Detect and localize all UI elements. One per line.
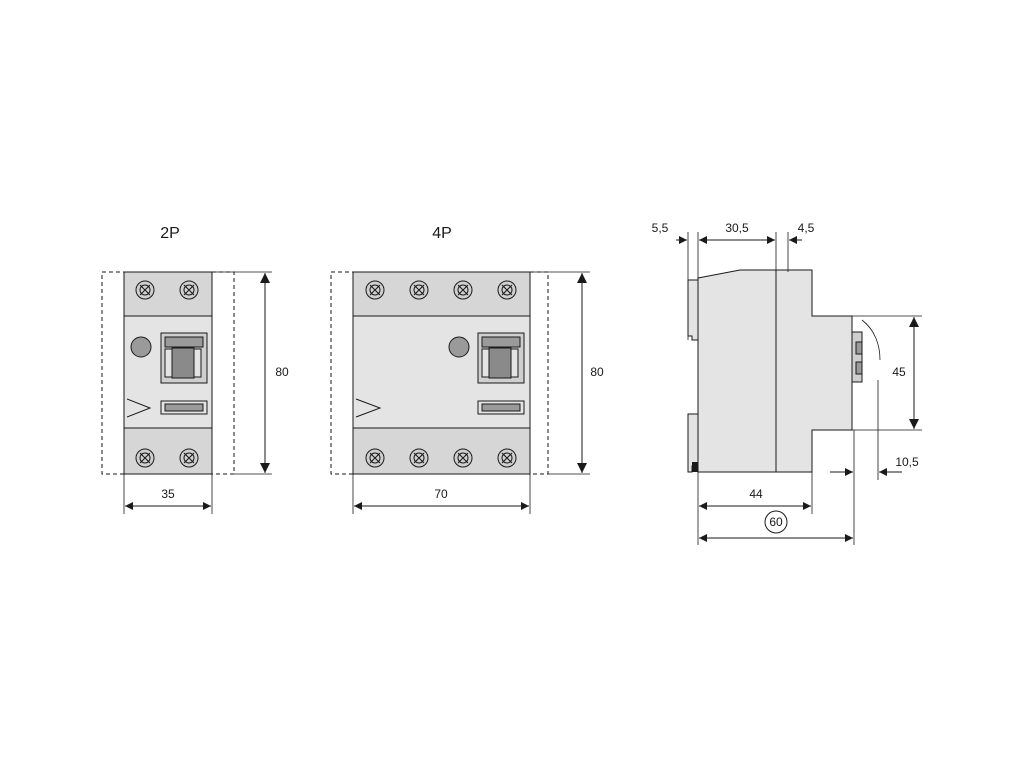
- bottom-terminal-block: [123, 427, 213, 475]
- dim-30-5-label: 30,5: [725, 221, 749, 235]
- terminal-screw: [409, 280, 429, 300]
- four-pole-view: 4P 80 70: [330, 225, 604, 514]
- housing-front: [775, 269, 853, 473]
- terminal-screw: [365, 280, 385, 300]
- terminal-screw: [179, 448, 199, 468]
- housing-rear: [697, 269, 777, 473]
- height-45-label: 45: [892, 365, 906, 379]
- terminal-screw: [497, 280, 517, 300]
- side-toggle: [851, 319, 881, 383]
- toggle-handle: [477, 332, 525, 384]
- dim-5-5-label: 5,5: [652, 221, 669, 235]
- left-neighbour-outline: [101, 271, 125, 475]
- right-neighbour-outline: [211, 271, 235, 475]
- terminal-screw: [453, 448, 473, 468]
- total-60-circle: [764, 510, 788, 534]
- terminal-screw: [135, 280, 155, 300]
- dim-10-5-label: 10,5: [895, 455, 919, 469]
- toggle-handle: [160, 332, 208, 384]
- total-60-label: 60: [769, 515, 783, 529]
- two-pole-title: 2P: [160, 225, 180, 242]
- four-pole-title: 4P: [432, 225, 452, 242]
- direction-mark: [355, 398, 382, 418]
- terminal-screw: [497, 448, 517, 468]
- test-button: [130, 336, 152, 358]
- side-view: 5,5 30,5 4,5 45 10,5 44 60: [652, 221, 922, 545]
- height-label: 80: [275, 365, 289, 379]
- terminal-screw: [365, 448, 385, 468]
- depth-44-label: 44: [749, 487, 763, 501]
- indicator-window: [160, 400, 208, 415]
- terminal-screw: [179, 280, 199, 300]
- left-neighbour-outline: [330, 271, 354, 475]
- rail-clip-top: [687, 279, 699, 341]
- indicator-window: [477, 400, 525, 415]
- test-button: [448, 336, 470, 358]
- two-pole-view: 2P: [101, 225, 289, 514]
- right-neighbour-outline: [529, 271, 549, 475]
- terminal-screw: [135, 448, 155, 468]
- terminal-screw: [453, 280, 473, 300]
- bottom-terminal-block: [352, 427, 531, 475]
- width-label: 35: [161, 487, 175, 501]
- direction-mark: [126, 398, 152, 418]
- dim-4-5-label: 4,5: [798, 221, 815, 235]
- height-label: 80: [590, 365, 604, 379]
- width-label: 70: [434, 487, 448, 501]
- terminal-screw: [409, 448, 429, 468]
